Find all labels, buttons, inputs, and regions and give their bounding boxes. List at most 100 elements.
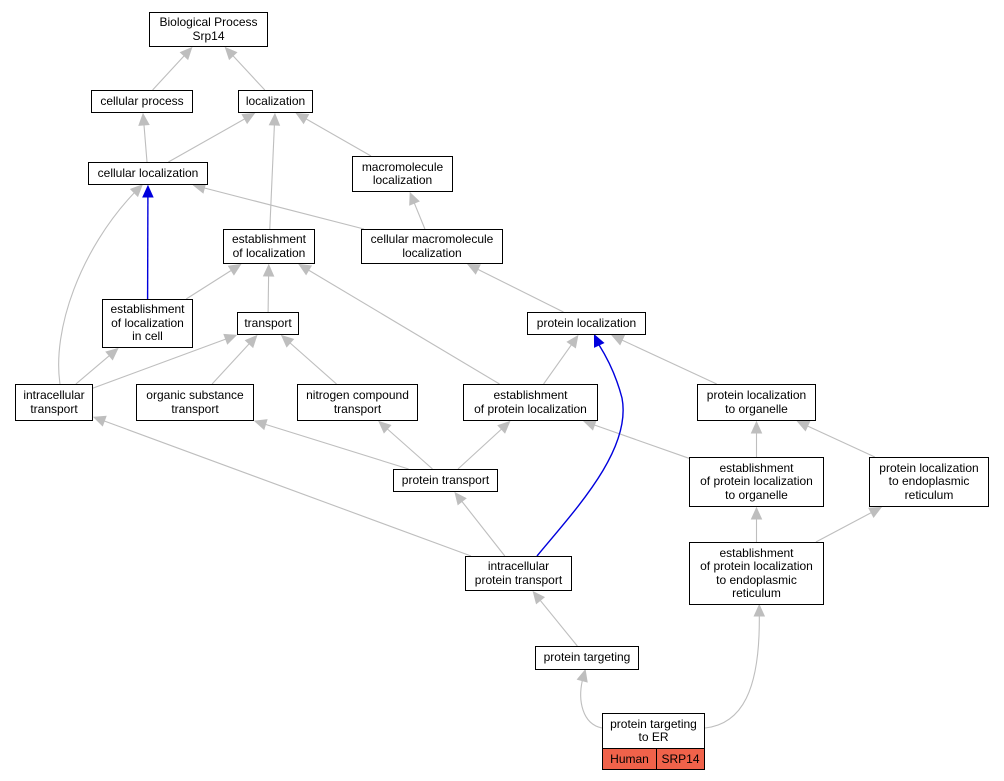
node-establishment-of-localization-in-cell[interactable]: establishment of localization in cell: [102, 299, 193, 348]
edge-establishment-of-protein-localization-to-organelle-to-establishment-of-protein-localization-line: [594, 424, 690, 459]
edge-nitrogen-compound-transport-to-transport: [280, 334, 337, 385]
edge-protein-transport-to-nitrogen-compound-transport: [378, 420, 433, 470]
node-protein-localization-to-organelle[interactable]: protein localization to organelle: [697, 384, 816, 421]
edge-protein-targeting-to-er-to-establishment-of-protein-localization-to-er-line: [704, 615, 760, 729]
edge-cellular-localization-to-cellular-process-line: [143, 124, 148, 163]
edge-protein-localization-to-er-to-protein-localization-to-organelle: [796, 420, 876, 458]
node-nitrogen-compound-transport[interactable]: nitrogen compound transport: [297, 384, 418, 421]
node-cellular-localization[interactable]: cellular localization: [88, 162, 208, 185]
edge-intracellular-transport-to-transport-arrowhead: [223, 333, 238, 345]
edge-protein-transport-to-organic-substance-transport-line: [265, 423, 409, 470]
edge-cellular-macromolecule-localization-to-macromolecule-localization-line: [413, 202, 426, 230]
edge-cellular-macromolecule-localization-to-macromolecule-localization-arrowhead: [409, 191, 420, 206]
edge-protein-localization-to-organelle-to-protein-localization-line: [621, 339, 717, 385]
edge-protein-localization-to-er-to-protein-localization-to-organelle-line: [807, 425, 876, 458]
edge-intracellular-transport-to-establishment-of-localization-in-cell-line: [75, 355, 110, 385]
edge-intracellular-transport-to-establishment-of-localization-in-cell: [75, 347, 119, 385]
edge-localization-to-biological-process: [224, 46, 266, 91]
node-protein-localization[interactable]: protein localization: [527, 312, 646, 335]
edge-cellular-process-to-biological-process-arrowhead: [179, 46, 193, 61]
edge-cellular-process-to-biological-process: [152, 46, 193, 91]
edge-establishment-of-protein-localization-to-organelle-to-protein-localization-to-organelle: [750, 420, 763, 457]
node-biological-process[interactable]: Biological Process Srp14: [149, 12, 268, 47]
annotation-badge-row: Human SRP14: [602, 749, 705, 770]
edge-protein-targeting-to-intracellular-protein-transport-line: [539, 599, 578, 647]
edge-protein-targeting-to-er-to-protein-targeting-arrowhead: [576, 668, 588, 683]
edge-protein-transport-to-organic-substance-transport: [253, 419, 409, 470]
edge-intracellular-protein-transport-to-protein-transport-arrowhead: [454, 491, 467, 506]
node-macromolecule-localization[interactable]: macromolecule localization: [352, 156, 453, 192]
node-intracellular-protein-transport[interactable]: intracellular protein transport: [465, 556, 572, 591]
edge-intracellular-transport-to-establishment-of-localization-in-cell-arrowhead: [105, 347, 119, 361]
edge-localization-to-biological-process-arrowhead: [224, 46, 238, 61]
edge-transport-to-establishment-of-localization-arrowhead: [262, 263, 275, 277]
edge-establishment-of-localization-in-cell-to-cellular-localization-arrowhead: [142, 184, 154, 198]
node-establishment-of-protein-localization[interactable]: establishment of protein localization: [463, 384, 598, 421]
node-organic-substance-transport[interactable]: organic substance transport: [136, 384, 254, 421]
edge-establishment-of-protein-localization-to-er-to-establishment-of-protein-localization-to-organelle-arrowhead: [750, 506, 763, 520]
edge-protein-transport-to-establishment-of-protein-localization-line: [457, 428, 502, 470]
edge-establishment-of-protein-localization-to-organelle-to-establishment-of-protein-localization-arrowhead: [582, 419, 597, 431]
edge-establishment-of-protein-localization-to-protein-localization-arrowhead: [566, 334, 579, 349]
edge-cellular-process-to-biological-process-line: [152, 55, 185, 91]
edge-intracellular-protein-transport-to-protein-localization-line: [536, 344, 624, 557]
edge-organic-substance-transport-to-transport-line: [211, 343, 250, 385]
edge-cellular-macromolecule-localization-to-cellular-localization-line: [204, 187, 365, 230]
edge-protein-transport-to-organic-substance-transport-arrowhead: [253, 419, 268, 431]
edge-establishment-of-protein-localization-to-protein-localization: [543, 334, 579, 385]
edge-intracellular-transport-to-transport-line: [92, 338, 226, 389]
node-cellular-macromolecule-localization[interactable]: cellular macromolecule localization: [361, 229, 503, 264]
edge-cellular-localization-to-cellular-process-arrowhead: [138, 112, 150, 126]
node-establishment-of-protein-localization-to-organelle[interactable]: establishment of protein localization to…: [689, 457, 824, 507]
edge-cellular-macromolecule-localization-to-macromolecule-localization: [409, 191, 426, 230]
edge-protein-localization-to-organelle-to-protein-localization: [611, 334, 717, 385]
edge-intracellular-transport-to-cellular-localization: [58, 184, 143, 385]
edge-establishment-of-protein-localization-to-establishment-of-localization: [298, 263, 500, 385]
edge-establishment-of-localization-to-localization-arrowhead: [268, 112, 281, 126]
node-localization[interactable]: localization: [238, 90, 313, 113]
edge-establishment-of-protein-localization-to-er-to-protein-localization-to-er: [815, 506, 883, 543]
edge-nitrogen-compound-transport-to-transport-line: [289, 342, 337, 385]
node-protein-transport[interactable]: protein transport: [393, 469, 498, 492]
edge-cellular-localization-to-localization-line: [168, 118, 245, 163]
node-cellular-process[interactable]: cellular process: [91, 90, 193, 113]
edge-establishment-of-protein-localization-to-er-to-establishment-of-protein-localization-to-organelle: [750, 506, 763, 542]
edge-intracellular-protein-transport-to-intracellular-transport: [92, 415, 472, 557]
node-protein-targeting-to-er[interactable]: protein targeting to ER: [602, 713, 705, 749]
node-protein-targeting[interactable]: protein targeting: [535, 646, 639, 670]
edge-protein-transport-to-establishment-of-protein-localization-arrowhead: [497, 420, 511, 434]
edge-establishment-of-localization-to-localization-line: [269, 124, 275, 230]
edge-cellular-macromolecule-localization-to-cellular-localization: [192, 182, 365, 230]
edge-protein-localization-to-cellular-macromolecule-localization: [466, 263, 564, 313]
edge-protein-transport-to-nitrogen-compound-transport-arrowhead: [378, 420, 392, 434]
edge-transport-to-establishment-of-localization-line: [267, 275, 270, 313]
node-protein-localization-to-er[interactable]: protein localization to endoplasmic reti…: [869, 457, 989, 507]
edge-intracellular-transport-to-cellular-localization-line: [58, 192, 135, 385]
node-establishment-of-protein-localization-to-er[interactable]: establishment of protein localization to…: [689, 542, 824, 605]
edge-intracellular-protein-transport-to-intracellular-transport-arrowhead: [92, 415, 107, 427]
edge-establishment-of-protein-localization-to-organelle-to-protein-localization-to-organelle-arrowhead: [750, 420, 763, 434]
edge-protein-transport-to-nitrogen-compound-transport-line: [387, 428, 433, 470]
edge-establishment-of-protein-localization-to-er-to-protein-localization-to-er-arrowhead: [868, 506, 883, 518]
edge-establishment-of-localization-in-cell-to-establishment-of-localization-arrowhead: [227, 263, 242, 276]
edge-intracellular-protein-transport-to-protein-transport-line: [461, 501, 506, 557]
node-intracellular-transport[interactable]: intracellular transport: [15, 384, 93, 421]
edge-protein-localization-to-er-to-protein-localization-to-organelle-arrowhead: [796, 420, 811, 432]
species-badge[interactable]: Human: [603, 749, 656, 769]
node-establishment-of-localization[interactable]: establishment of localization: [223, 229, 315, 264]
edge-cellular-localization-to-localization-arrowhead: [241, 112, 256, 125]
edge-protein-transport-to-establishment-of-protein-localization: [457, 420, 511, 470]
node-transport[interactable]: transport: [237, 312, 299, 335]
edge-protein-targeting-to-intracellular-protein-transport-arrowhead: [532, 590, 546, 605]
edge-protein-localization-to-organelle-to-protein-localization-arrowhead: [611, 334, 626, 346]
edge-establishment-of-protein-localization-to-er-to-protein-localization-to-er-line: [815, 512, 872, 543]
edge-localization-to-biological-process-line: [232, 55, 266, 91]
edge-cellular-localization-to-localization: [168, 112, 256, 163]
edge-protein-localization-to-cellular-macromolecule-localization-line: [477, 268, 564, 313]
edge-protein-targeting-to-er-to-protein-targeting: [576, 668, 603, 729]
edge-establishment-of-localization-in-cell-to-establishment-of-localization-line: [185, 269, 232, 300]
gene-badge[interactable]: SRP14: [656, 749, 704, 769]
edge-protein-targeting-to-er-to-establishment-of-protein-localization-to-er-arrowhead: [753, 603, 766, 617]
